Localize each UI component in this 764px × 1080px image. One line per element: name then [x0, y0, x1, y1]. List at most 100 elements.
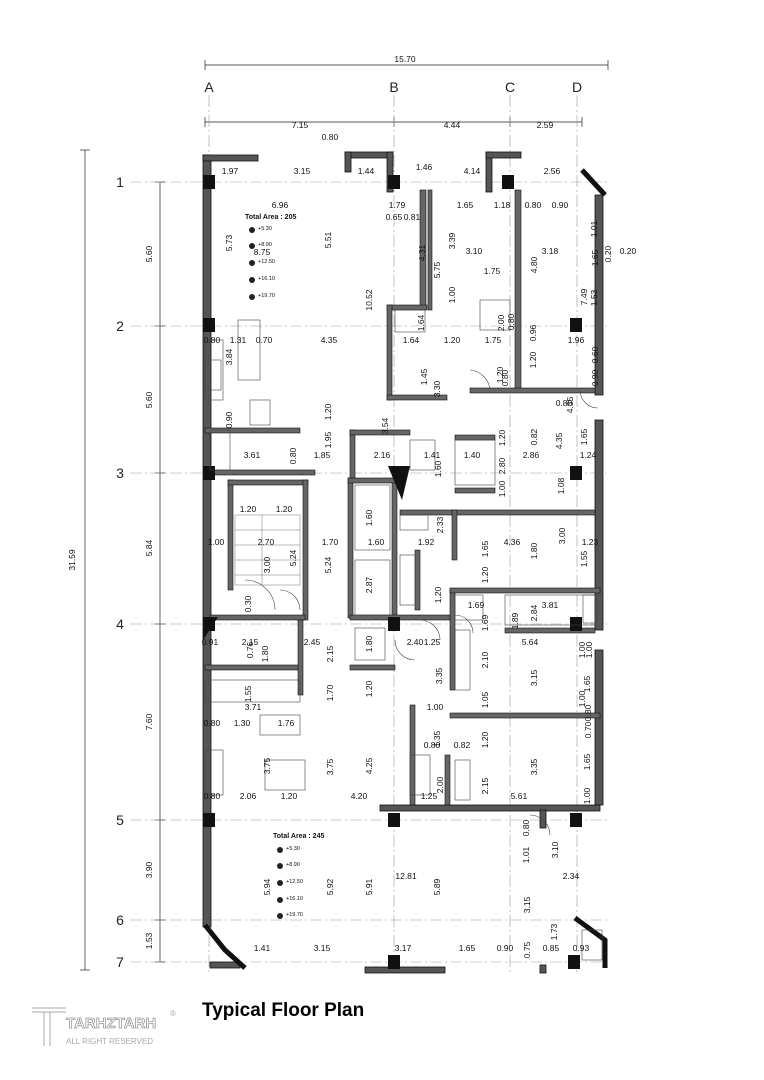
row-spacing-34: 5.84 — [144, 539, 154, 556]
dimension-label: 1.20 — [276, 504, 293, 514]
dimension-label: 1.70 — [325, 684, 335, 701]
dimension-label: 3.35 — [529, 758, 539, 775]
dimension-label: 1.41 — [254, 943, 271, 953]
dimension-label: 2.80 — [497, 457, 507, 474]
dimension-label: 0.80 — [424, 740, 441, 750]
dimension-label: 3.84 — [224, 348, 234, 365]
dimension-label: 2.06 — [240, 791, 257, 801]
dimension-label: 2.34 — [563, 871, 580, 881]
dimension-label: 5.24 — [323, 556, 333, 573]
unit-1-level: +5.30 — [258, 226, 272, 232]
unit-2-area: Total Area : 245 — [273, 833, 324, 840]
dimension-label: 1.65 — [582, 753, 592, 770]
dimension-label: 1.60 — [433, 460, 443, 477]
dimension-label: 3.39 — [447, 232, 457, 249]
dimension-label: 4.35 — [554, 432, 564, 449]
dimension-label: 0.80 — [500, 369, 510, 386]
dimension-label: 2.40 — [407, 637, 424, 647]
dimension-label: 5.75 — [432, 261, 442, 278]
dimension-label: 1.20 — [364, 680, 374, 697]
dimension-label: 1.30 — [234, 718, 251, 728]
unit-2-info: Total Area : 245 +5.30 +8.90 +12.50 +16.… — [273, 833, 324, 919]
dimension-label: 0.80 — [525, 200, 542, 210]
level-marker-icon — [277, 913, 283, 919]
dimension-label: 1.96 — [568, 335, 585, 345]
dimension-label: 3.17 — [395, 943, 412, 953]
dimension-label: 0.70 — [256, 335, 273, 345]
grid-row-5: 5 — [116, 812, 124, 828]
dimension-label: 3.61 — [244, 450, 261, 460]
dimension-label: 0.80 — [204, 335, 221, 345]
grid-row-2: 2 — [116, 318, 124, 334]
level-marker-icon — [277, 897, 283, 903]
dimension-label: 0.80 — [288, 447, 298, 464]
dimension-label: 0.90 — [552, 200, 569, 210]
unit-2-level: +5.30 — [286, 846, 300, 852]
dimension-label: 1.20 — [281, 791, 298, 801]
dimension-label: 1.20 — [240, 504, 257, 514]
dimension-label: 2.45 — [304, 637, 321, 647]
dimension-label: 1.24 — [580, 450, 597, 460]
dimension-label: 0.90 — [224, 411, 234, 428]
dimension-label: 1.00 — [447, 286, 457, 303]
dimension-label: 3.15 — [522, 896, 532, 913]
unit-1-level: +8.90 — [258, 242, 272, 248]
level-marker-icon — [249, 277, 255, 283]
unit-2-level: +19.70 — [286, 912, 303, 918]
dimension-label: 1.79 — [389, 200, 406, 210]
dimension-label: 3.81 — [542, 600, 559, 610]
dimension-label: 2.56 — [544, 166, 561, 176]
grid-row-labels: 1 2 3 4 5 6 7 — [116, 174, 124, 970]
dimension-label: 1.73 — [549, 923, 559, 940]
overall-width-label: 15.70 — [394, 54, 416, 64]
dimension-label: 1.25 — [421, 791, 438, 801]
dimension-label: 0.80 — [583, 704, 593, 721]
dimension-label: 2.70 — [258, 537, 275, 547]
dimension-label: 1.00 — [584, 641, 594, 658]
dimension-label: 0.91 — [202, 637, 219, 647]
dimension-label: 0.82 — [454, 740, 471, 750]
dimension-label: 4.80 — [529, 256, 539, 273]
dimension-label: 0.96 — [528, 324, 538, 341]
dimension-label: 1.20 — [480, 731, 490, 748]
dimension-label: 1.80 — [260, 645, 270, 662]
dimension-label: 1.65 — [582, 675, 592, 692]
unit-2-level: +12.50 — [286, 879, 303, 885]
row-spacing-56: 3.90 — [144, 861, 154, 878]
dimension-label: 1.20 — [444, 335, 461, 345]
structural-columns — [203, 175, 582, 969]
unit-2-level: +16.10 — [286, 896, 303, 902]
row-spacing-23: 5.60 — [144, 391, 154, 408]
dimension-label: 1.20 — [480, 566, 490, 583]
level-marker-icon — [249, 294, 255, 300]
dimension-label: 3.15 — [529, 669, 539, 686]
dimension-label: 1.97 — [222, 166, 239, 176]
dimension-label: 8.75 — [254, 247, 271, 257]
dimension-label: 1.00 — [577, 690, 587, 707]
dimension-label: 1.95 — [323, 431, 333, 448]
dimension-label: 1.55 — [579, 550, 589, 567]
dimension-label: 3.00 — [262, 556, 272, 573]
logo-tagline: ALL RIGHT RESERVED — [66, 1037, 153, 1046]
dimension-label: 0.60 — [590, 346, 600, 363]
angled-walls — [203, 168, 608, 970]
dimension-label: 1.69 — [480, 614, 490, 631]
level-marker-icon — [277, 863, 283, 869]
dimension-label: 3.54 — [380, 417, 390, 434]
row-spacing-12: 5.60 — [144, 245, 154, 262]
dimension-label: 0.82 — [529, 428, 539, 445]
grid-column-labels: A B C D — [204, 79, 582, 95]
dimension-label: 1.31 — [230, 335, 247, 345]
dimension-label: 1.00 — [497, 480, 507, 497]
dimension-label: 1.00 — [577, 641, 587, 658]
dimension-label: 1.55 — [243, 685, 253, 702]
dimension-label: 2.15 — [242, 637, 259, 647]
dimension-label: 1.75 — [485, 335, 502, 345]
dimension-label: 1.45 — [419, 368, 429, 385]
dimension-label: 0.90 — [590, 369, 600, 386]
dimension-label: 1.20 — [495, 366, 505, 383]
dimension-label: 2.33 — [435, 516, 445, 533]
